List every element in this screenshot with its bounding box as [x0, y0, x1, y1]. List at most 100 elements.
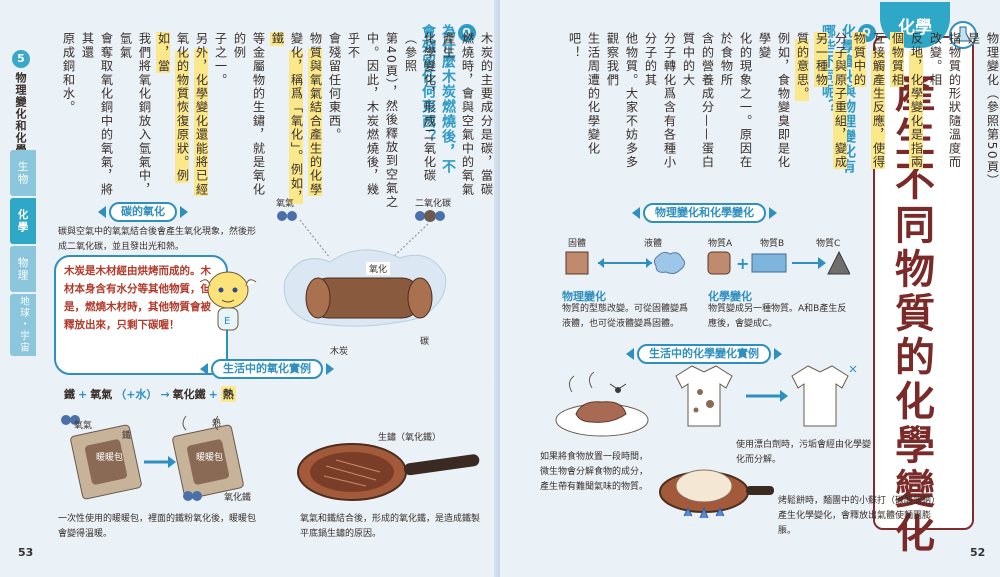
left-page: 5 物理變化和化學變化 生物 化學 物理 地球・宇宙 Q 為什麼木炭燃燒後，不會… — [0, 0, 500, 577]
body-col-7: 物質與氧氣結合產生的化學 — [308, 32, 322, 197]
body-col-10: 子之一。 — [213, 32, 227, 87]
label-charcoal: 木炭 — [330, 347, 349, 357]
bubble-text: 木炭是木材經由烘烤而成的。木材本身含有水分等其他物質，但是，燃燒木材時，其他物質… — [64, 265, 211, 331]
eq-water: （+水） — [115, 388, 158, 401]
label-carbon: 碳 — [420, 337, 430, 347]
hw-label-iron-oxide: 氧化鐵 — [224, 493, 252, 503]
arrow-left-icon — [200, 363, 208, 375]
label-substance-c: 物質C — [816, 239, 841, 249]
body-col-3: 反地，化學變化是指兩個物質相 — [890, 32, 923, 169]
oxidation-equation: 鐵 + 氧氣 （+水） → 氧化鐵 + 熱 — [64, 386, 236, 402]
body-col-9: 等金屬物的生鏽，就是氧化的例 — [232, 32, 265, 197]
chemical-example-banner: 生活中的化學變化實例 — [626, 344, 782, 364]
rust-label: 生鏽（氧化鐵） — [378, 433, 442, 443]
handwarmer-caption: 一次性使用的暖暖包，裡面的鐵粉氧化後，暖暖包會變得溫暖。 — [58, 514, 257, 539]
oxidation-caption: 碳與空氣中的氧氣結合後會產生氧化現象，然後形成二氧化碳，並且發出光和熱。 — [58, 227, 257, 252]
handwarmer-illustration — [61, 415, 244, 501]
body-col-12: 生活周遭的化學變化吧！ — [567, 32, 600, 156]
label-co2: 二氧化碳 — [415, 199, 452, 209]
oxidation-banner: 碳的氧化 — [98, 202, 188, 222]
body-col-5: 分子與原子重組，變成另一種物 — [814, 32, 847, 169]
food-caption: 如果將食物放置一段時間，微生物會分解食物的成分，產生帶有難聞氣味的物質。 — [540, 452, 649, 492]
page-number-right: 52 — [970, 546, 986, 559]
arrow-right-icon — [326, 363, 334, 375]
eq-heat: 熱 — [220, 386, 236, 402]
body-col-8: 變化，稱爲「氧化」。例如，鐵 — [270, 32, 303, 204]
body-col-7: 例如，食物變臭即是化學變 — [757, 32, 790, 169]
body-col-14: 會奪取氧化銅中的氧氣，將其還 — [80, 32, 113, 197]
svg-text:E: E — [224, 316, 230, 327]
body-col-11: 他物質。大家不妨多多觀察我們 — [605, 32, 638, 169]
bleach-caption: 使用漂白劑時，污垢會經由化學變化而分解。 — [736, 440, 872, 465]
body-col-4: 第40頁），然後釋放到空氣之 — [384, 32, 398, 209]
question-heading: Q 為什麼木炭燃燒後，不會殘留任何東西？ — [418, 24, 476, 184]
body-col-9: 含的營養成分——蛋白質中的大 — [681, 32, 714, 169]
body-col-6: 會殘留任何東西。 — [327, 32, 341, 142]
body-col-8: 化的現象之一。原因在於食物所 — [719, 32, 752, 169]
flask-icon — [949, 21, 977, 49]
title-box — [873, 36, 974, 530]
label-liquid: 液體 — [644, 239, 663, 249]
mascot-icon: E — [199, 271, 257, 331]
tab-chemistry[interactable]: 化學 — [10, 198, 36, 244]
body-col-5: 中。因此，木炭燃燒後，幾乎不 — [346, 32, 379, 197]
chapter-number: 5 — [12, 50, 30, 68]
label-substance-b: 物質B — [760, 239, 785, 249]
chemical-change-caption: 物質變成另一種物質。A和B產生反應後，會變成C。 — [708, 304, 847, 329]
body-col-12: 氧化的物質恢復原狀。例如，當 — [156, 32, 189, 183]
change-banner: 物理變化和化學變化 — [632, 203, 777, 223]
body-col-4: 互接觸產生反應，使得物質中的 — [852, 32, 885, 169]
body-text-right: 物理變化（參照第50頁）是 指物質的形狀隨溫度而改變。相 反地，化學變化是指兩個… — [564, 32, 1000, 182]
hw-label-oxygen: 氧氣 — [74, 421, 93, 431]
tab-physics[interactable]: 物理 — [10, 246, 36, 292]
page-number-left: 53 — [18, 546, 34, 559]
physical-change-caption: 物質的型態改變。可從固體變爲液體，也可從液體變爲固體。 — [562, 304, 689, 329]
hw-label-pack-2: 暖暖包 — [196, 453, 224, 463]
hw-label-heat: 熱 — [212, 419, 222, 429]
charcoal-diagram — [277, 210, 447, 327]
arrow-right-icon — [774, 348, 782, 360]
arrow-right-icon — [180, 206, 188, 218]
arrow-left-icon — [98, 206, 106, 218]
pancake-caption: 烤鬆餅時，麵團中的小蘇打（碳酸氫鈉）產生化學變化，會釋放出氣體使麵團膨脹。 — [778, 496, 936, 536]
eq-iron-oxide: 氧化鐵 — [172, 388, 206, 401]
body-col-2: 指物質的形狀隨溫度而改變。相 — [928, 32, 961, 169]
body-text: 木炭的主要成分是碳，當碳 燃燒時，會與空氣中的氧氣產生 化學變化，形成二氧化碳（… — [58, 32, 495, 210]
body-col-1: 木炭的主要成分是碳，當碳 — [479, 32, 493, 197]
body-col-13: 我們將氧化銅放入氫氣中，氫氣 — [118, 32, 151, 197]
states-diagram: + — [565, 250, 850, 275]
physical-change-title: 物理變化 — [562, 290, 606, 303]
label-oxidation: 氧化 — [366, 262, 391, 275]
arrow-right-icon — [769, 207, 777, 219]
eq-plus: + — [78, 387, 88, 401]
tab-biology[interactable]: 生物 — [10, 150, 36, 196]
hw-label-pack-1: 暖暖包 — [96, 453, 124, 463]
arrow-left-icon — [626, 348, 634, 360]
body-col-10: 分子轉化爲含有各種小分子的其 — [643, 32, 676, 169]
hw-label-iron: 鐵 — [122, 431, 132, 441]
body-col-1: 物理變化（參照第50頁）是 — [966, 32, 999, 182]
svg-text:+: + — [736, 254, 749, 273]
pancake-illustration — [659, 469, 774, 519]
rust-caption: 氧氣和鐵結合後，形成的氧化鐵，是造成鐵製平底鍋生鏽的原因。 — [300, 514, 481, 539]
arrow-left-icon — [632, 207, 640, 219]
bleach-illustration — [675, 365, 857, 427]
tab-earth-space[interactable]: 地球・宇宙 — [10, 294, 36, 356]
body-col-11: 另外，化學變化還能將已經 — [194, 32, 208, 197]
question-icon: Q — [458, 24, 476, 42]
eq-plus-2: + — [208, 387, 218, 401]
body-col-15: 原成銅和水。 — [61, 32, 75, 115]
right-page: 化學 產生不同物質的化學變化 Q 化學變化與物理變化有哪些不同呢？ 物理變化（參… — [500, 0, 1000, 577]
label-substance-a: 物質A — [708, 239, 733, 249]
label-solid: 固體 — [568, 239, 587, 249]
body-col-6: 質的意思。 — [795, 32, 809, 101]
body-col-2: 燃燒時，會與空氣中的氧氣產生 — [441, 32, 474, 197]
spoiled-food-illustration — [555, 372, 649, 437]
label-oxygen: 氧氣 — [276, 199, 295, 209]
rusty-pan-illustration — [297, 443, 480, 501]
eq-arrow: → — [160, 387, 170, 401]
eq-oxygen: 氧氣 — [90, 388, 113, 401]
eq-iron: 鐵 — [64, 388, 75, 401]
oxidation-example-banner: 生活中的氧化實例 — [200, 359, 334, 379]
body-col-3: 化學變化，形成二氧化碳（參照 — [403, 32, 436, 183]
